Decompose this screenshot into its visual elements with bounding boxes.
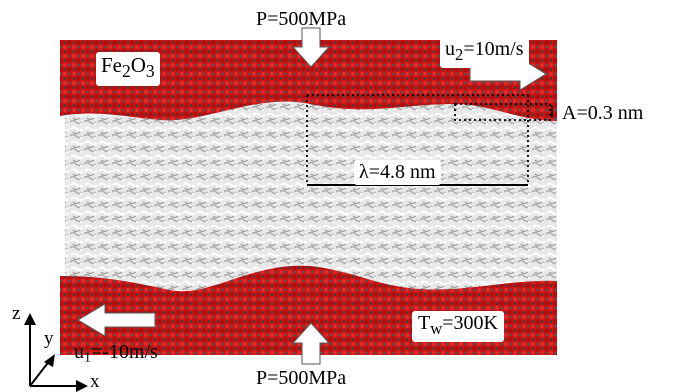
coordinate-axes — [24, 313, 88, 392]
bottom-velocity-arrow-icon — [77, 303, 156, 337]
top-oxide-slab — [60, 40, 557, 121]
z-axis-label: z — [12, 303, 21, 324]
wavelength-marker — [306, 94, 529, 186]
material-label: Fe2O3 — [96, 52, 160, 86]
top-pressure-arrow-icon — [291, 27, 331, 68]
amplitude-label: A=0.3 nm — [562, 102, 644, 124]
temperature-label: Tw=300K — [412, 311, 504, 342]
amplitude-marker — [454, 103, 553, 121]
wavelength-label: λ=4.8 nm — [354, 160, 441, 185]
fluid-layer — [65, 90, 557, 290]
x-axis-label: x — [90, 371, 100, 392]
bottom-pressure-arrow-icon — [291, 322, 331, 365]
top-velocity-label: u2=10m/s — [440, 37, 529, 68]
bottom-velocity-label: u1=-10m/s — [74, 341, 158, 366]
top-pressure-label: P=500MPa — [256, 8, 347, 30]
bottom-pressure-label: P=500MPa — [256, 367, 347, 389]
y-axis-label: y — [44, 328, 54, 349]
